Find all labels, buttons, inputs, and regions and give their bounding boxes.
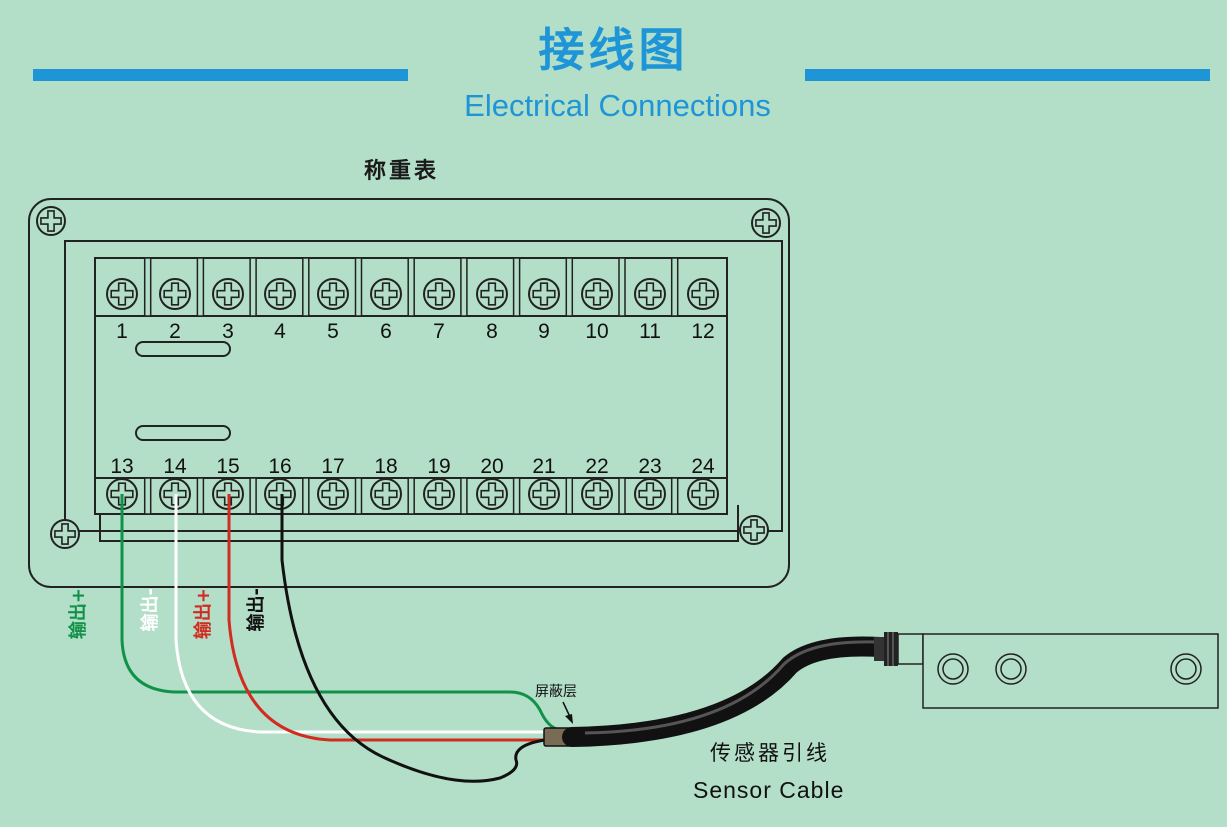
title-bar-left	[33, 69, 408, 81]
terminal-screw-icon	[476, 478, 508, 510]
terminal-label: 3	[222, 320, 234, 343]
wire-label-red: 输出+	[192, 588, 214, 639]
indicator-slot-upper	[135, 341, 231, 357]
wire-red	[227, 494, 545, 742]
terminal-label: 13	[110, 455, 133, 478]
terminal-label: 2	[169, 320, 181, 343]
mount-screw-icon	[751, 208, 781, 238]
page-title-cn: 接线图	[538, 23, 689, 77]
terminal-label: 15	[216, 455, 239, 478]
terminal-divider	[196, 257, 205, 317]
terminal-label: 5	[327, 320, 339, 343]
terminal-divider	[565, 477, 574, 515]
terminal-screw-icon	[634, 478, 666, 510]
terminal-screw-icon	[317, 478, 349, 510]
terminal-divider	[249, 477, 257, 515]
load-cell-hole	[1170, 653, 1202, 685]
terminal-label: 20	[480, 455, 503, 478]
terminal-divider	[143, 257, 152, 317]
terminal-divider	[460, 257, 468, 317]
terminal-screw-icon	[687, 278, 719, 310]
shield-arrow-head	[565, 714, 573, 724]
wire-label-white: 输出-	[139, 588, 161, 631]
terminal-screw-icon	[528, 478, 560, 510]
terminal-screw-icon	[476, 278, 508, 310]
terminal-screw-icon	[212, 278, 244, 310]
terminal-label: 19	[427, 455, 450, 478]
page-title-en: Electrical Connections	[464, 88, 771, 123]
terminal-screw-icon	[264, 278, 296, 310]
terminal-divider	[618, 477, 626, 515]
terminal-divider	[354, 477, 363, 515]
load-cell-hole	[937, 653, 969, 685]
terminal-screw-icon	[423, 278, 455, 310]
terminal-divider	[618, 257, 626, 317]
terminal-divider	[302, 257, 310, 317]
wire-label-green: 输出+	[67, 588, 89, 639]
terminal-label: 23	[638, 455, 661, 478]
terminal-label: 7	[433, 320, 445, 343]
terminal-screw-icon	[687, 478, 719, 510]
terminal-divider	[249, 257, 257, 317]
terminal-screw-icon	[264, 478, 296, 510]
wire-black	[280, 494, 546, 783]
terminal-label: 14	[163, 455, 187, 478]
load-cell-hole	[995, 653, 1027, 685]
terminal-label: 17	[321, 455, 344, 478]
indicator-slot-lower	[135, 425, 231, 441]
terminal-label: 22	[585, 455, 608, 478]
terminal-label: 10	[585, 320, 608, 343]
terminal-divider	[407, 477, 415, 515]
wire-label-black: 输出-	[245, 588, 267, 631]
terminal-label: 9	[538, 320, 550, 343]
title-bar-right	[805, 69, 1210, 81]
shield-label: 屏蔽层	[535, 684, 577, 700]
cable-gland	[874, 632, 924, 666]
terminal-divider	[196, 477, 205, 515]
terminal-divider	[670, 257, 679, 317]
terminal-screw-icon	[317, 278, 349, 310]
terminal-divider	[143, 477, 152, 515]
terminal-label: 8	[486, 320, 498, 343]
terminal-label: 1	[116, 320, 128, 343]
terminal-divider	[302, 477, 310, 515]
sensor-cable-highlight	[584, 640, 879, 735]
cable-label-cn: 传感器引线	[710, 741, 830, 765]
terminal-screw-icon	[370, 478, 402, 510]
mount-screw-icon	[36, 206, 66, 236]
terminal-divider	[512, 257, 521, 317]
wire-green	[120, 494, 561, 732]
terminal-screw-icon	[423, 478, 455, 510]
terminal-label: 6	[380, 320, 392, 343]
wire-white	[174, 494, 545, 734]
cable-label-en: Sensor Cable	[693, 777, 844, 803]
terminal-label: 4	[274, 320, 286, 343]
device-name: 称重表	[364, 159, 440, 184]
terminal-label: 12	[691, 320, 714, 343]
inner-panel-stepped-edge	[64, 241, 739, 542]
terminal-screw-icon	[581, 478, 613, 510]
terminal-screw-icon	[634, 278, 666, 310]
terminal-divider	[565, 257, 574, 317]
terminal-divider	[407, 257, 415, 317]
mount-screw-icon	[739, 515, 769, 545]
terminal-screw-icon	[106, 278, 138, 310]
terminal-label: 18	[374, 455, 397, 478]
terminal-divider	[512, 477, 521, 515]
terminal-label: 11	[639, 320, 661, 343]
terminal-divider	[670, 477, 679, 515]
load-cell-body	[922, 633, 1219, 709]
terminal-screw-icon	[159, 278, 191, 310]
terminal-divider	[354, 257, 363, 317]
terminal-screw-icon	[370, 278, 402, 310]
terminal-label: 21	[532, 455, 555, 478]
mount-screw-icon	[50, 519, 80, 549]
terminal-screw-icon	[528, 278, 560, 310]
terminal-divider	[460, 477, 468, 515]
terminal-screw-icon	[581, 278, 613, 310]
sensor-cable	[562, 636, 890, 747]
terminal-label: 16	[268, 455, 291, 478]
terminal-label: 24	[691, 455, 715, 478]
